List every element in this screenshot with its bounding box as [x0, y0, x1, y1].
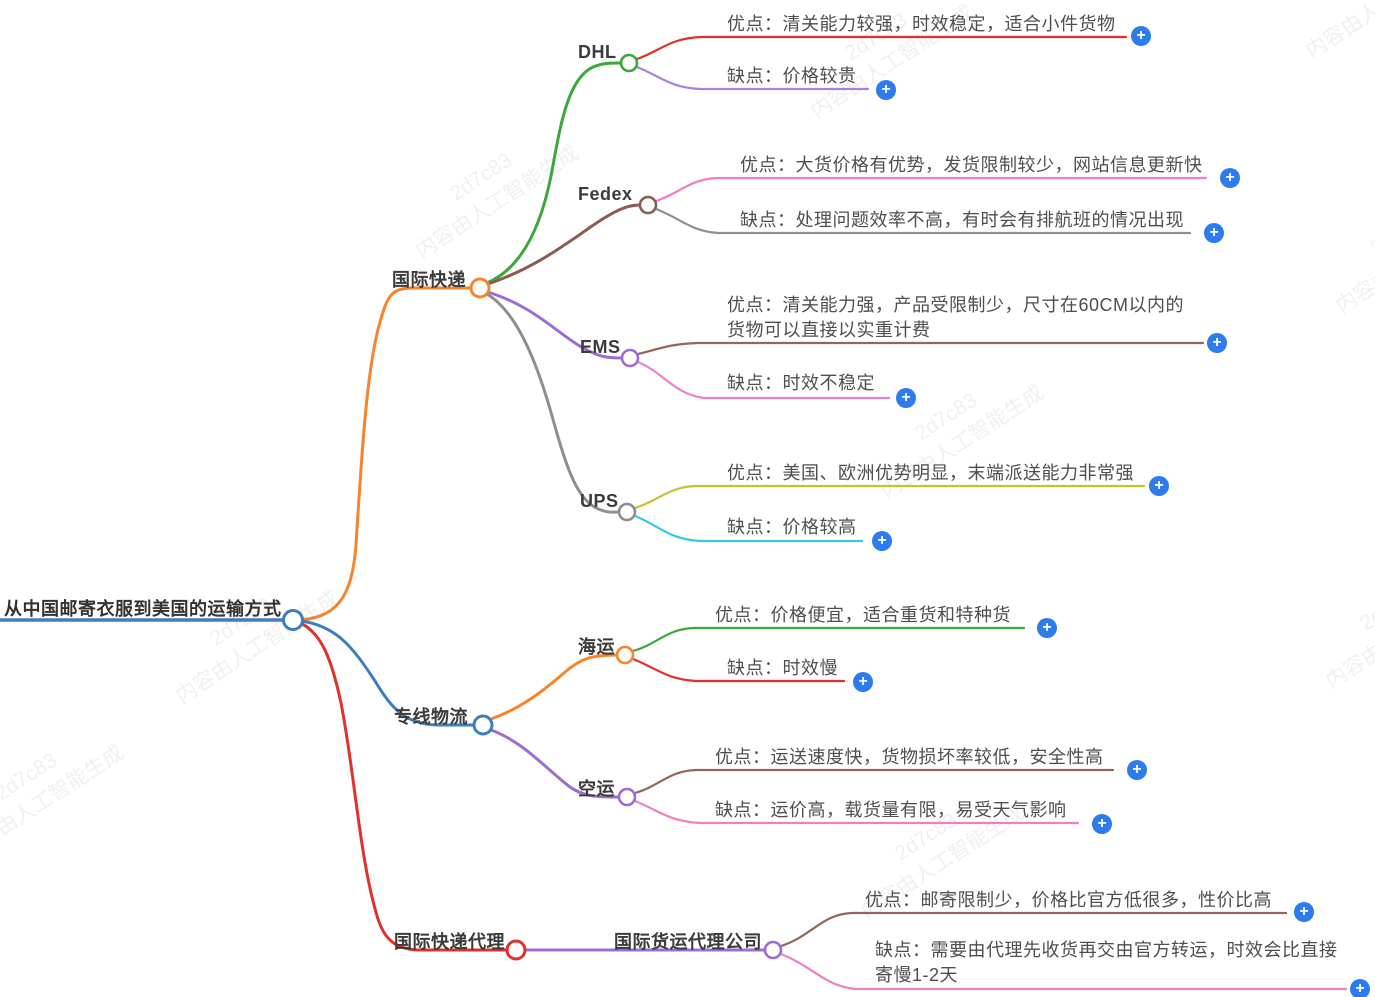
- add-icon[interactable]: +: [1220, 168, 1240, 188]
- connector-sea-freight: [489, 653, 619, 721]
- connector-express-agent: [291, 618, 509, 952]
- connector-ems-cons: [636, 360, 891, 400]
- connector-dedicated-logistics: [291, 618, 476, 727]
- node-dedicated-logistics-handle[interactable]: [472, 714, 494, 736]
- leaf-air-pros[interactable]: 优点：运送速度快，货物损坏率较低，安全性高: [715, 747, 1104, 767]
- connector-ups-pros: [633, 484, 1146, 510]
- leaf-agent-cons[interactable]: 缺点：需要由代理先收货再交由官方转运，时效会比直接 寄慢1-2天: [875, 940, 1338, 985]
- leaf-ups-cons[interactable]: 缺点：价格较高: [727, 517, 857, 537]
- root-title[interactable]: 从中国邮寄衣服到美国的运输方式: [4, 599, 282, 619]
- connector-fedex-cons: [654, 207, 1192, 235]
- node-label-intl-express[interactable]: 国际快递: [392, 270, 466, 290]
- connector-sea-cons: [631, 657, 846, 683]
- node-express-agent-handle[interactable]: [505, 939, 527, 961]
- node-root-handle[interactable]: [282, 609, 304, 631]
- connector-agent-cons: [779, 952, 1348, 991]
- connector-dhl: [485, 61, 623, 285]
- node-dhl-handle[interactable]: [619, 53, 639, 73]
- node-ups-handle[interactable]: [617, 502, 637, 522]
- connector-ups-cons: [633, 514, 864, 543]
- node-intl-express-handle[interactable]: [469, 277, 491, 299]
- add-icon[interactable]: +: [853, 672, 873, 692]
- connector-ems: [486, 290, 624, 360]
- connector-dhl-pros: [635, 35, 1128, 61]
- leaf-ems-cons[interactable]: 缺点：时效不稳定: [727, 373, 875, 393]
- leaf-fedex-pros[interactable]: 优点：大货价格有优势，发货限制较少，网站信息更新快: [740, 155, 1203, 175]
- node-label-air-freight[interactable]: 空运: [578, 779, 615, 799]
- connector-air-freight: [489, 728, 621, 799]
- connector-agent-pros: [779, 911, 1288, 948]
- node-ems-handle[interactable]: [620, 348, 640, 368]
- node-air-freight-handle[interactable]: [617, 787, 637, 807]
- node-label-express-agent[interactable]: 国际快递代理: [394, 932, 505, 952]
- connector-ups: [485, 292, 621, 514]
- leaf-fedex-cons[interactable]: 缺点：处理问题效率不高，有时会有排航班的情况出现: [740, 210, 1184, 230]
- leaf-air-cons[interactable]: 缺点：运价高，载货量有限，易受天气影响: [715, 800, 1067, 820]
- add-icon[interactable]: +: [1092, 814, 1112, 834]
- add-icon[interactable]: +: [896, 388, 916, 408]
- add-icon[interactable]: +: [1294, 902, 1314, 922]
- node-label-dhl[interactable]: DHL: [578, 42, 617, 62]
- add-icon[interactable]: +: [876, 80, 896, 100]
- node-label-fedex[interactable]: Fedex: [578, 184, 633, 204]
- add-icon[interactable]: +: [1204, 223, 1224, 243]
- leaf-ups-pros[interactable]: 优点：美国、欧洲优势明显，末端派送能力非常强: [727, 463, 1134, 483]
- add-icon[interactable]: +: [872, 531, 892, 551]
- node-label-forwarding-company[interactable]: 国际货运代理公司: [614, 932, 762, 952]
- add-icon[interactable]: +: [1149, 476, 1169, 496]
- add-icon[interactable]: +: [1350, 979, 1370, 997]
- node-forwarding-company-handle[interactable]: [763, 940, 783, 960]
- leaf-agent-pros[interactable]: 优点：邮寄限制少，价格比官方低很多，性价比高: [865, 890, 1272, 910]
- connector-dhl-cons: [635, 65, 870, 91]
- connector-sea-pros: [631, 626, 1026, 653]
- node-label-ems[interactable]: EMS: [580, 337, 621, 357]
- leaf-dhl-pros[interactable]: 优点：清关能力较强，时效稳定，适合小件货物: [727, 14, 1116, 34]
- connector-air-pros: [633, 768, 1115, 795]
- node-label-dedicated-logistics[interactable]: 专线物流: [394, 707, 468, 727]
- connector-air-cons: [633, 799, 1080, 825]
- add-icon[interactable]: +: [1127, 760, 1147, 780]
- leaf-ems-pros[interactable]: 优点：清关能力强，产品受限制少，尺寸在60CM以内的 货物可以直接以实重计费: [727, 295, 1185, 340]
- connector-fedex-pros: [654, 176, 1208, 203]
- node-fedex-handle[interactable]: [638, 195, 658, 215]
- leaf-sea-pros[interactable]: 优点：价格便宜，适合重货和特种货: [715, 605, 1011, 625]
- leaf-sea-cons[interactable]: 缺点：时效慢: [727, 658, 838, 678]
- node-label-ups[interactable]: UPS: [580, 491, 619, 511]
- add-icon[interactable]: +: [1037, 618, 1057, 638]
- connector-intl-express: [291, 286, 473, 622]
- add-icon[interactable]: +: [1207, 333, 1227, 353]
- add-icon[interactable]: +: [1131, 26, 1151, 46]
- node-label-sea-freight[interactable]: 海运: [578, 637, 615, 657]
- leaf-dhl-cons[interactable]: 缺点：价格较贵: [727, 66, 857, 86]
- node-sea-freight-handle[interactable]: [615, 645, 635, 665]
- connector-ems-pros: [636, 341, 1205, 356]
- connector-fedex: [486, 203, 642, 286]
